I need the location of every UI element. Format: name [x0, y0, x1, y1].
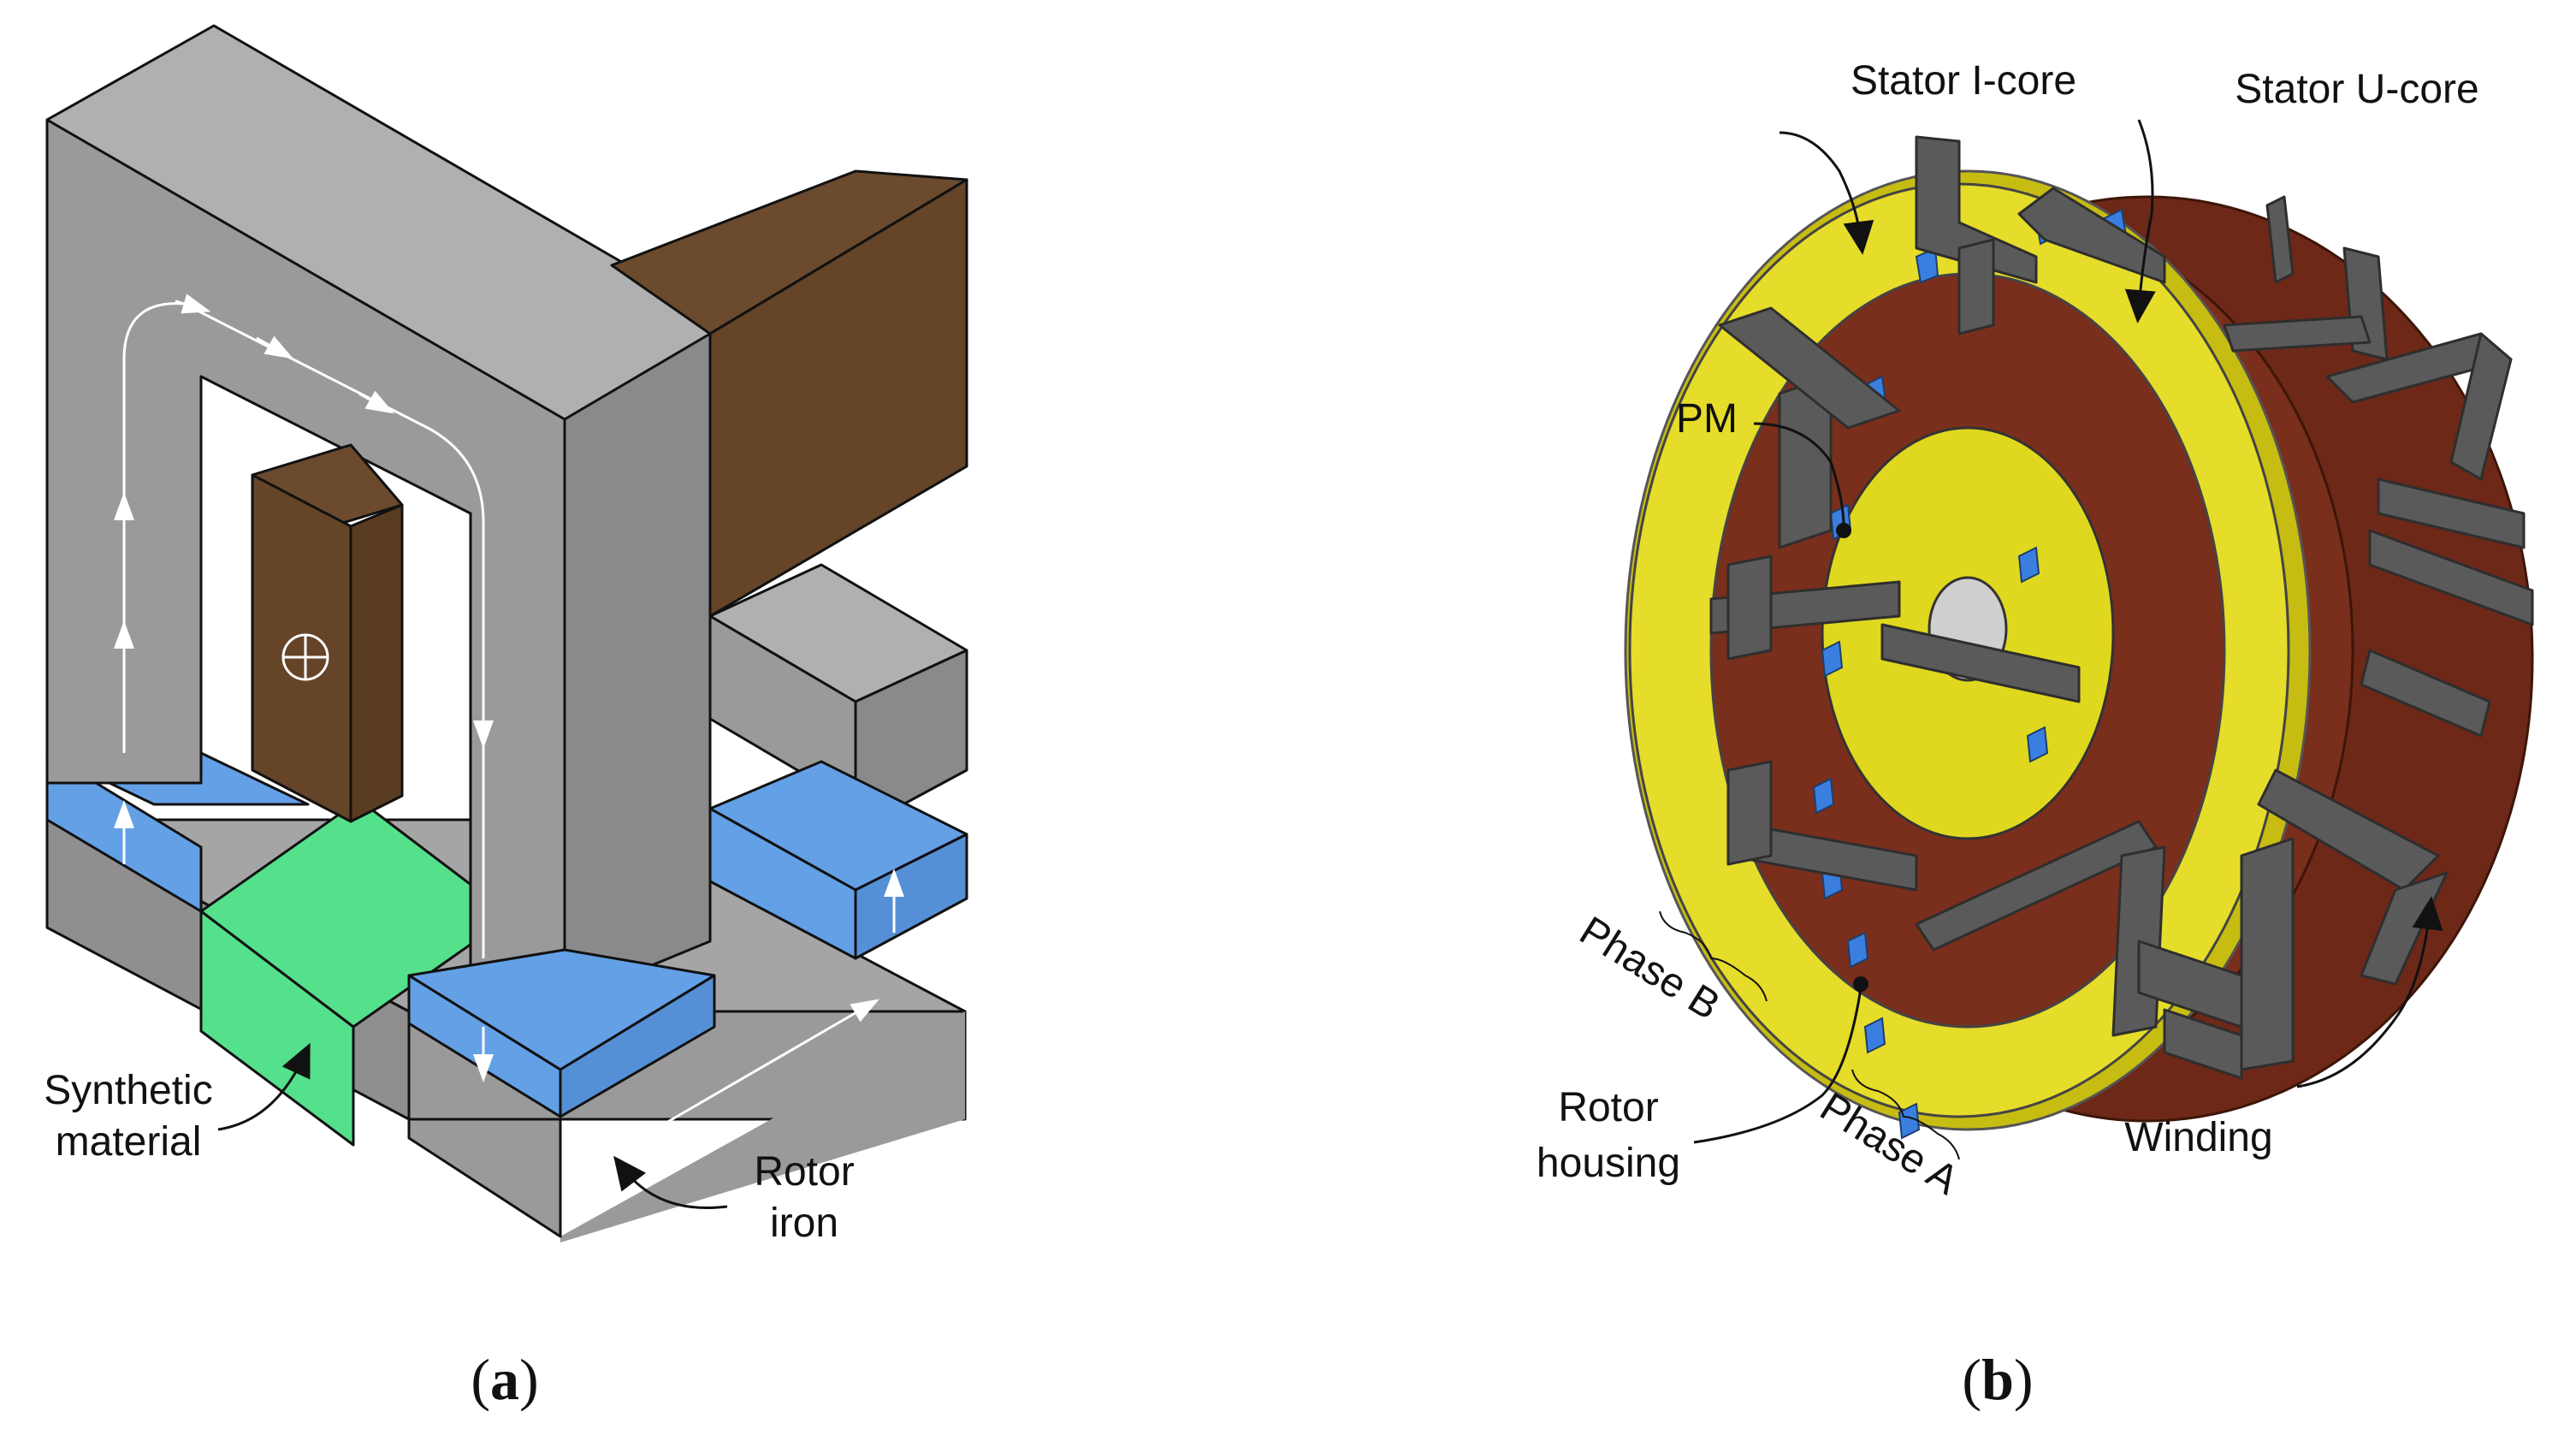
pm-pointer-dot — [1836, 523, 1851, 538]
pm-magnet — [1812, 777, 1835, 815]
stator-u-core — [1880, 623, 2081, 703]
flux-arrow-10 — [654, 999, 879, 1131]
stator-u-core — [1915, 820, 2158, 952]
stator-u-core — [1915, 135, 2038, 284]
stator-u-core — [2240, 837, 2295, 1071]
synthetic-pointer — [217, 1042, 311, 1131]
rotor-housing-label-line1: Rotor — [1558, 1085, 1658, 1130]
pm-label: PM — [1676, 396, 1738, 442]
coil-slot-front — [251, 473, 352, 823]
rotor-housing-pointer-dot — [1853, 976, 1868, 992]
synthetic-material-front — [199, 910, 355, 1147]
caption-b: (b) — [1962, 1347, 2033, 1412]
stator-u-core — [1726, 760, 1773, 866]
current-cross-symbol — [281, 633, 329, 681]
flux-arrow-5 — [358, 390, 395, 414]
rotor-iron-label-line2: iron — [770, 1201, 838, 1246]
panel-b: Stator I-core Stator U-core PM Phase B P… — [1369, 0, 2576, 1431]
flux-path-line — [122, 302, 485, 958]
panel-a-diagram: Synthetic material Rotor iron (a) — [44, 24, 968, 1412]
pm-magnet — [1821, 640, 1844, 678]
flux-arrow-4 — [256, 335, 294, 359]
caption-a: (a) — [471, 1347, 538, 1412]
winding-label: Winding — [2124, 1115, 2272, 1160]
pm-magnet — [1898, 1102, 1921, 1140]
stator-u-core — [2223, 315, 2372, 353]
pm-magnet — [1863, 1017, 1886, 1054]
panel-b-diagram: Stator I-core Stator U-core PM Phase B P… — [1537, 58, 2534, 1412]
stator-u-core-pointer — [2124, 119, 2156, 323]
winding-pointer — [2296, 896, 2443, 1088]
stator-i-core-label: Stator I-core — [1851, 58, 2076, 104]
rotor-housing-label-line2: housing — [1537, 1141, 1680, 1186]
stator-cores — [1709, 135, 2534, 1080]
stator-u-core — [2017, 187, 2166, 284]
pm-magnet — [2026, 726, 2049, 763]
stator-u-core — [2377, 477, 2526, 549]
u-core-right-side — [563, 332, 712, 1003]
coil-back-face — [708, 178, 968, 618]
rotor-iron-right-face — [560, 1011, 965, 1242]
coil-slot-side — [349, 503, 404, 823]
synthetic-label-line1: Synthetic — [44, 1068, 212, 1113]
rotor-iron-bottom-front — [407, 1118, 562, 1238]
pm-magnet — [1846, 931, 1869, 969]
stator-u-core — [2360, 649, 2491, 738]
stator-u-core — [2449, 332, 2513, 481]
magnet-front-side — [559, 974, 716, 1118]
pm-pointer — [1753, 422, 1845, 527]
stator-u-core — [2368, 529, 2534, 626]
stator-u-core — [1718, 306, 1901, 430]
stator-u-core — [2137, 940, 2243, 1029]
stator-i-core — [1957, 238, 1995, 335]
magnet-right-side — [854, 833, 968, 960]
rotor-iron-pointer — [613, 1155, 728, 1210]
panel-a: Synthetic material Rotor iron (a) — [0, 0, 992, 1431]
rotor-iron-label-line1: Rotor — [754, 1149, 854, 1195]
synthetic-label-line2: material — [56, 1119, 202, 1165]
stator-i-core-pointer — [1779, 131, 1874, 255]
rotor-housing-pointer — [1693, 987, 1862, 1144]
stator-u-core-label: Stator U-core — [2235, 67, 2478, 112]
stator-u-core — [2163, 1008, 2243, 1080]
flux-arrow-3 — [175, 294, 211, 314]
phase-a-brace — [1851, 1069, 1960, 1160]
phase-b-brace — [1659, 910, 1768, 1002]
pm-magnet — [2017, 546, 2040, 584]
stator-u-core — [2265, 195, 2295, 284]
stator-u-core — [1726, 554, 1773, 661]
